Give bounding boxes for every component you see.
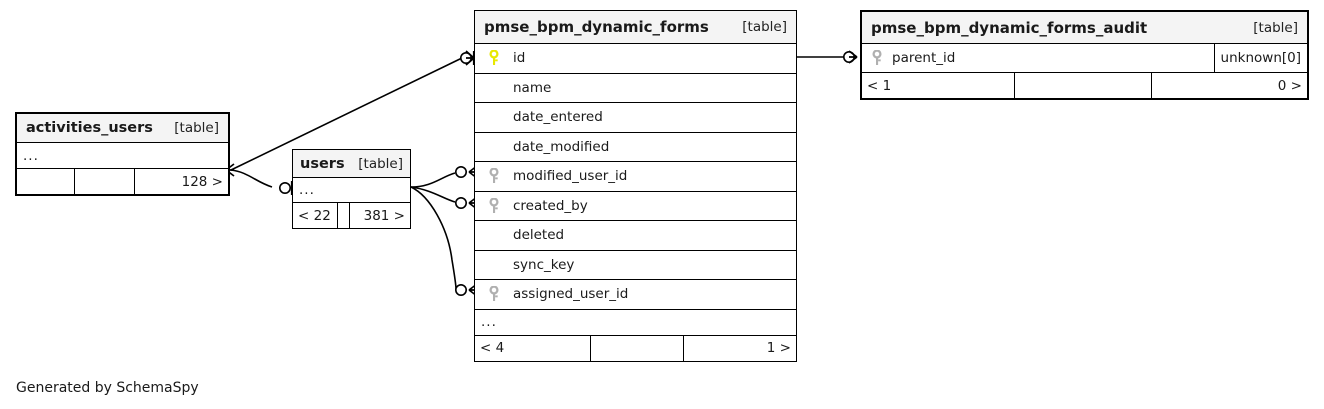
footer-cell-children: 0 > <box>1277 77 1302 94</box>
table-ellipsis-row: ... <box>293 178 410 203</box>
column-row-parent-id[interactable]: parent_id unknown[0] <box>862 44 1307 73</box>
column-label: deleted <box>513 227 565 244</box>
footer-cell-middle <box>591 335 684 361</box>
table-pmse-bpm-dynamic-forms-audit[interactable]: pmse_bpm_dynamic_forms_audit [table] par… <box>860 10 1309 100</box>
footer-cell-middle <box>1015 73 1152 98</box>
cardinality-circle-audit-parent-id <box>842 50 855 63</box>
table-type-tag: [table] <box>742 19 787 35</box>
column-label: id <box>513 50 526 67</box>
edge-activities-users-to-users <box>230 169 273 188</box>
footer-cell-middle <box>75 169 135 194</box>
footer-cell-children: 381 > <box>363 207 405 224</box>
column-row-created-by[interactable]: created_by <box>475 191 796 221</box>
column-label: modified_user_id <box>513 168 628 185</box>
table-title: activities_users <box>26 120 153 136</box>
column-row-sync-key[interactable]: sync_key <box>475 250 796 280</box>
generated-by-caption: Generated by SchemaSpy <box>16 380 199 396</box>
column-label: assigned_user_id <box>513 286 629 303</box>
edge-users-to-assigned-user-id <box>410 186 457 290</box>
footer-cell-middle <box>338 203 350 228</box>
table-footer-activities-users: 128 > <box>17 169 228 194</box>
table-pmse-bpm-dynamic-forms[interactable]: pmse_bpm_dynamic_forms [table] id name d… <box>474 10 797 362</box>
column-row-deleted[interactable]: deleted <box>475 221 796 251</box>
foreign-key-icon <box>475 168 513 184</box>
column-label: name <box>513 79 552 96</box>
foreign-key-icon <box>475 286 513 302</box>
table-footer-pmse-bpm-dynamic-forms-audit: < 1 0 > <box>862 73 1307 98</box>
table-footer-users: < 22 381 > <box>293 203 410 228</box>
cardinality-circle-forms-id <box>459 51 472 64</box>
primary-key-icon <box>475 50 513 66</box>
column-type: unknown[0] <box>1213 44 1307 72</box>
edge-users-to-modified-user-id <box>410 172 456 188</box>
foreign-key-icon <box>862 50 892 66</box>
footer-cell-parents: < 4 <box>475 335 591 361</box>
table-type-tag: [table] <box>358 155 403 172</box>
table-header-activities-users: activities_users [table] <box>17 114 228 143</box>
table-type-tag: [table] <box>1253 19 1298 36</box>
column-row-date-entered[interactable]: date_entered <box>475 103 796 133</box>
table-header-pmse-bpm-dynamic-forms-audit: pmse_bpm_dynamic_forms_audit [table] <box>862 12 1307 44</box>
footer-cell-children: 1 > <box>766 340 791 356</box>
table-title: pmse_bpm_dynamic_forms <box>484 18 709 36</box>
edge-users-to-created-by <box>410 186 456 203</box>
column-row-assigned-user-id[interactable]: assigned_user_id <box>475 280 796 310</box>
table-type-tag: [table] <box>174 120 219 136</box>
crowfoot-forms-id <box>465 50 475 66</box>
table-header-users: users [table] <box>293 150 410 178</box>
column-row-name[interactable]: name <box>475 73 796 103</box>
footer-cell-parents: < 1 <box>862 73 1015 98</box>
table-footer-pmse-bpm-dynamic-forms: < 4 1 > <box>475 335 796 361</box>
column-row-id[interactable]: id <box>475 44 796 74</box>
table-title: users <box>300 155 345 172</box>
column-row-modified-user-id[interactable]: modified_user_id <box>475 162 796 192</box>
table-activities-users[interactable]: activities_users [table] ... 128 > <box>15 112 230 196</box>
foreign-key-icon <box>475 197 513 214</box>
footer-cell-children: 128 > <box>181 173 223 190</box>
footer-cell-parents <box>17 169 75 194</box>
column-label: parent_id <box>892 50 956 66</box>
cardinality-circle-created-by <box>454 197 467 210</box>
column-label: date_modified <box>513 138 610 155</box>
column-label: sync_key <box>513 256 575 273</box>
footer-cell-parents: < 22 <box>293 203 338 228</box>
column-row-date-modified[interactable]: date_modified <box>475 132 796 162</box>
crowfoot-audit-parent-id <box>848 50 858 64</box>
cardinality-circle-modified-user-id <box>454 166 467 179</box>
column-label: date_entered <box>513 109 603 126</box>
column-label: created_by <box>513 197 588 214</box>
table-header-pmse-bpm-dynamic-forms: pmse_bpm_dynamic_forms [table] <box>475 11 796 44</box>
table-ellipsis-row: ... <box>475 310 796 336</box>
table-ellipsis-row: ... <box>17 143 228 169</box>
cardinality-circle-users-left <box>278 182 291 195</box>
table-users[interactable]: users [table] ... < 22 381 > <box>292 149 411 229</box>
cardinality-circle-assigned-user-id <box>454 283 467 296</box>
table-title: pmse_bpm_dynamic_forms_audit <box>871 18 1148 37</box>
